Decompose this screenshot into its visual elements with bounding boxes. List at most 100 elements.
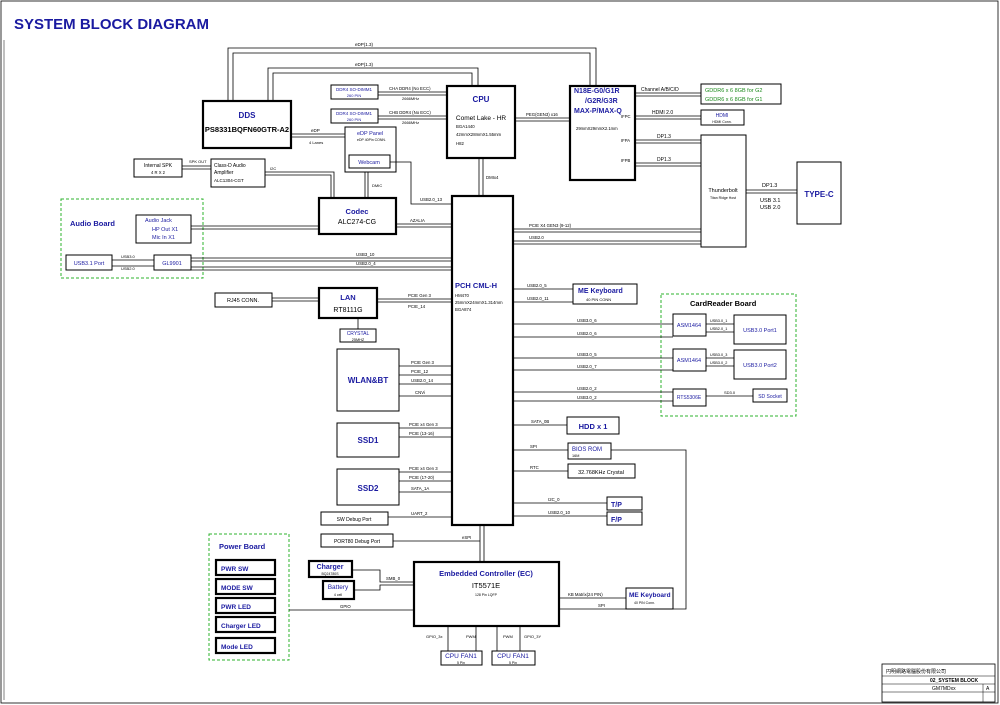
- pwr-sw-label: PWR SW: [221, 566, 249, 573]
- bios-name: BIOS ROM: [572, 447, 602, 453]
- cpu-block: [445, 84, 517, 160]
- title-block: [881, 663, 996, 703]
- cpu-h82: H82: [456, 141, 464, 146]
- gddr-g1: GDDR6 x 6 8GB for G1: [705, 97, 762, 103]
- fan2-pin: 5 Pin: [509, 661, 517, 665]
- rj45-block: [214, 292, 273, 308]
- wlan-s1: PCIE Gen 3: [411, 360, 435, 365]
- dds-edp: eDP: [311, 128, 320, 133]
- cpu-size: 42mmX28mmX1.55mm: [456, 132, 502, 137]
- lan-part: RT8111G: [333, 307, 362, 314]
- crystal-name: CRYSTAL: [347, 331, 370, 337]
- peg-label: PEG(GEN3) x16: [526, 112, 558, 117]
- revision: A: [986, 686, 990, 692]
- sd-socket: [752, 388, 788, 403]
- me-kb-bottom-conn: 40 PIN Conn.: [634, 601, 655, 605]
- rts-block: [672, 388, 707, 407]
- wlan-block: [336, 348, 400, 412]
- rtc-crystal: [567, 463, 636, 479]
- dp1-label: DP1.3: [657, 134, 671, 140]
- typec-name: TYPE-C: [804, 190, 834, 199]
- card-usb6: USB2.0_7: [577, 364, 597, 369]
- pwr-led-label: PWR LED: [221, 604, 251, 611]
- card-usb10: USB3.0_2: [577, 395, 597, 400]
- dds-lanes: 4 Lanes: [309, 140, 323, 145]
- espi-label: eSPI: [462, 535, 471, 540]
- rtc-crystal-name: 32.768KHz Crystal: [578, 470, 624, 476]
- charger-led: [214, 615, 277, 634]
- gpu-name1: N18E-G0/G1R: [574, 88, 620, 95]
- gpu-channel: Channel A/B/C/D: [641, 87, 679, 93]
- usb31-port-name: USB3.1 Port: [74, 261, 105, 267]
- ssd1-s1: PCIE x4 Gen 3: [409, 422, 438, 427]
- sheet-title: 02_SYSTEM BLOCK: [930, 678, 978, 684]
- edp-conn: eDP 40Pin CONN.: [357, 138, 386, 142]
- ssd2-s2: PCIE (17-20): [409, 475, 435, 480]
- ssd1-s2: PCIE (13-16): [409, 431, 435, 436]
- ec-part: IT5571E: [472, 581, 500, 590]
- cha-freq: 2666MHz: [402, 96, 419, 101]
- codec-name: Codec: [346, 207, 369, 216]
- gpu-ifpb: IFPB: [621, 158, 631, 163]
- wlan-s4: CNVi: [415, 390, 425, 395]
- page-title: SYSTEM BLOCK DIAGRAM: [14, 16, 209, 33]
- webcam-block: [348, 154, 391, 169]
- i2c-tp: I2C_0: [548, 497, 560, 502]
- lan-block: [317, 286, 379, 320]
- dmi-label: DMIx4: [486, 175, 499, 180]
- gpu-name3: MAX-P/MAX-Q: [574, 108, 622, 115]
- edp2-label: eDP(1.3): [355, 62, 374, 67]
- hdd-name: HDD x 1: [579, 422, 608, 431]
- pch-pkg: BGA874: [455, 307, 472, 312]
- battery-name: Battery: [328, 584, 349, 591]
- azalia-label: AZALIA: [410, 218, 425, 223]
- gl9901-name: GL9901: [162, 261, 182, 267]
- spk-rx: 4 R X 2: [151, 170, 166, 175]
- edp1-label: eDP(1.3): [355, 42, 374, 47]
- wlan-s3: USB2.0_14: [411, 378, 434, 383]
- lan-pcie2: PCIE_14: [408, 304, 426, 309]
- mode-led: [214, 636, 277, 655]
- gddr-block: [700, 83, 782, 105]
- gpu-block: [568, 84, 637, 182]
- port1-name: USB3.0 Port1: [743, 328, 777, 334]
- usb-audio-d: USB2.0_4: [356, 261, 376, 266]
- gpio-pwr: GPIO: [340, 604, 351, 609]
- lan-name: LAN: [340, 293, 355, 302]
- spk-name: Internal SPK: [144, 163, 173, 169]
- cpu-fan2-block: [491, 650, 536, 666]
- gpu-ifpa: IFPA: [621, 138, 630, 143]
- port80-debug: [320, 533, 394, 548]
- pch-name: PCH CML-H: [455, 281, 497, 290]
- project-name: GM7MDxx: [932, 686, 956, 692]
- ec-block: [412, 560, 561, 628]
- usb-fp: USB2.0_10: [548, 510, 571, 515]
- i2c-label: I2C: [270, 166, 276, 171]
- dmic-label: DMIC: [372, 183, 382, 188]
- me-kb-top-conn: 40 PIN CONN: [586, 297, 611, 302]
- bios-size: 16M: [572, 454, 579, 458]
- codec-block: [317, 196, 398, 236]
- cpu-name: CPU: [473, 95, 490, 104]
- me-kb-top-name: ME Keyboard: [578, 288, 623, 295]
- chb-label: CHB DDR4 (No ECC): [389, 110, 431, 115]
- tp-block: [606, 496, 643, 511]
- dds-name: DDS: [239, 111, 257, 120]
- power-board-title: Power Board: [219, 542, 266, 551]
- usb-mekb1: USB2.0_5: [527, 283, 547, 288]
- card-board-title: CardReader Board: [690, 299, 757, 308]
- me-keyboard-top: [572, 283, 638, 305]
- usb-tb: USB2.0: [529, 235, 544, 240]
- ec-pkg: 128 Pin LQFP: [475, 593, 498, 597]
- pwr-led: [214, 596, 277, 615]
- chb-freq: 2666MHz: [402, 120, 419, 125]
- usb20-label: USB 2.0: [760, 205, 780, 211]
- smb-label: SMB_0: [386, 576, 401, 581]
- hdd-block: [566, 416, 620, 435]
- usb31-port: [65, 254, 113, 271]
- fp-name: F/P: [611, 517, 622, 524]
- rts-name: RTS5306E: [677, 395, 702, 401]
- classd-l1: Class-D Audio: [214, 163, 246, 169]
- ssd2-name: SSD2: [358, 484, 379, 493]
